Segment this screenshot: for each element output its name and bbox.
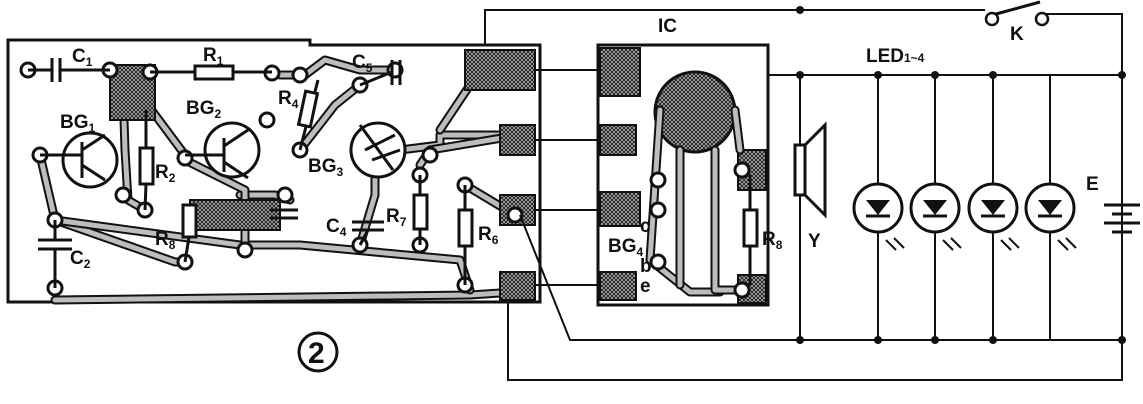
battery-label: E	[1086, 174, 1099, 195]
resistor-r4: R4	[278, 79, 320, 151]
ic-label: IC	[658, 16, 677, 37]
svg-text:BG4: BG4	[608, 236, 644, 259]
led-4	[1024, 75, 1077, 340]
capacitor-c4: C4	[326, 216, 384, 246]
svg-text:R7: R7	[386, 206, 407, 229]
svg-text:R4: R4	[278, 88, 299, 111]
svg-text:e: e	[640, 276, 651, 297]
svg-text:R1: R1	[203, 45, 224, 68]
led-2	[909, 75, 962, 340]
capacitor-c5: C5	[352, 52, 402, 87]
led-label: LED1~4	[866, 46, 925, 67]
led-3	[967, 75, 1020, 340]
led-array: LED1~4	[852, 46, 1077, 340]
svg-text:BG1: BG1	[60, 112, 96, 135]
svg-text:C1: C1	[72, 46, 93, 69]
switch-label: K	[1010, 24, 1024, 45]
svg-text:R2: R2	[155, 162, 176, 185]
capacitor-c2: C2	[38, 220, 91, 288]
resistor-r2: R2	[138, 110, 176, 211]
svg-text:C5: C5	[352, 52, 373, 75]
switch-k: K	[984, 0, 1050, 45]
led-1	[852, 75, 905, 340]
capacitor-c6	[270, 208, 298, 220]
svg-text:C2: C2	[70, 248, 91, 271]
svg-text:BG3: BG3	[308, 156, 344, 179]
ic-board: IC BG4 c b e R8	[596, 16, 783, 307]
resistor-r8: R8	[155, 203, 198, 263]
battery-e: E	[1086, 75, 1140, 340]
resistor-r7: R7	[386, 175, 429, 245]
transistor-bg4: BG4 c b e	[608, 216, 652, 297]
ic-chip-blob	[653, 70, 737, 154]
main-pcb: C1 R1 BG1 R2	[6, 38, 542, 305]
svg-text:b: b	[640, 256, 652, 277]
svg-text:R8: R8	[762, 229, 783, 252]
transistor-bg2: BG2	[185, 98, 261, 180]
figure-number: 2	[297, 331, 339, 373]
svg-text:C4: C4	[326, 216, 347, 239]
main-pcb-outline	[6, 38, 542, 304]
resistor-r1: R1	[150, 45, 272, 81]
resistor-r8-ic: R8	[742, 175, 783, 285]
svg-text:c: c	[640, 216, 651, 237]
transistor-bg1: BG1	[40, 112, 119, 189]
svg-text:R6: R6	[478, 224, 499, 247]
svg-text:BG2: BG2	[186, 98, 222, 121]
speaker-label: Y	[808, 231, 821, 252]
resistor-r6: R6	[457, 185, 499, 285]
capacitor-c1: C1	[28, 46, 110, 82]
pcb-pads	[109, 49, 536, 301]
svg-text:R8: R8	[155, 229, 176, 252]
speaker-y: Y	[793, 75, 827, 340]
transistor-bg3: BG3	[308, 121, 407, 179]
wiring	[484, 6, 1126, 381]
svg-text:2: 2	[308, 337, 325, 370]
